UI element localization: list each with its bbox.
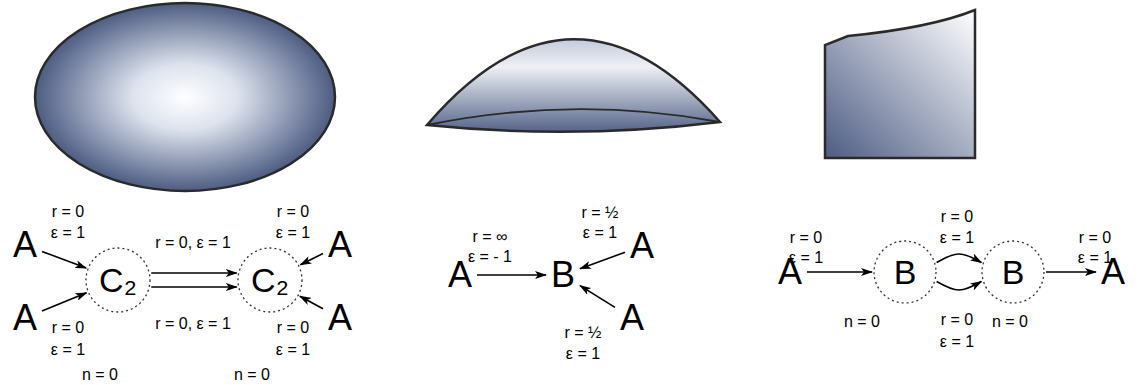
reaction-arrow [300,254,323,265]
species-node: A [618,300,646,336]
species-symbol: B [1002,255,1025,289]
dome-shape [427,39,720,132]
parameter-label: n = 0 [992,313,1028,331]
species-symbol: A [328,297,352,338]
reaction-arrow [937,281,982,290]
species-symbol: B [894,255,917,289]
species-node: A [11,227,39,263]
parameter-label: ε = 1 [789,249,823,267]
species-symbol: A [328,224,352,265]
ellipsoid-shape [35,3,335,191]
species-symbol: C₂ [99,263,137,297]
parameter-label: ε = 1 [566,345,600,363]
reaction-arrow [1046,271,1096,273]
parameter-label: r = 0 [790,229,822,247]
reaction-arrow [151,272,236,274]
species-symbol: C₂ [251,263,289,297]
parameter-label: ε = 1 [1078,249,1112,267]
parameter-label: r = 0 [941,208,973,226]
reaction-arrow [42,251,86,268]
parameter-label: r = 0 [1079,229,1111,247]
dotted-circle-outline [86,248,150,312]
reaction-arrow [937,254,982,263]
dotted-circle-outline [982,241,1044,303]
parameter-label: r = 0 [52,319,84,337]
parameter-label: ε = 1 [51,224,85,242]
parameter-label: ε = 1 [583,224,617,242]
species-node: A [326,300,354,336]
reaction-arrow [42,293,87,311]
parameter-label: r = 0, ε = 1 [155,234,231,252]
species-symbol: A [620,297,644,338]
parameter-label: ε = 1 [51,341,85,359]
reaction-arrow [807,271,872,273]
parameter-label: ε = 1 [940,333,974,351]
parameter-label: r = 0 [277,203,309,221]
dotted-circle-node: C₂ [85,247,151,313]
parameter-label: r = 0 [277,319,309,337]
reaction-arrow [477,274,546,276]
species-symbol: A [13,224,37,265]
dotted-circle-outline [238,248,302,312]
parameter-label: r = 0, ε = 1 [155,315,231,333]
parameter-label: ε = - 1 [468,248,512,266]
parameter-label: r = 0 [52,203,84,221]
parameter-label: ε = 1 [940,229,974,247]
species-symbol: A [630,225,654,266]
reaction-arrow [580,286,615,308]
parameter-label: ε = 1 [276,341,310,359]
reaction-arrow [300,296,323,309]
dotted-circle-node: B [981,240,1045,304]
dotted-circle-outline [874,241,936,303]
species-node: A [11,300,39,336]
reaction-arrow [580,252,625,269]
parameter-label: n = 0 [234,366,270,384]
parameter-label: n = 0 [82,366,118,384]
parameter-label: r = ∞ [473,228,508,246]
quarter-shape [825,10,975,158]
species-symbol: B [551,254,575,295]
parameter-label: r = 0 [941,311,973,329]
species-node: B [549,257,577,293]
parameter-label: ε = 1 [276,224,310,242]
species-node: A [326,227,354,263]
dotted-circle-node: B [873,240,937,304]
species-node: A [628,228,656,264]
reaction-arrow [151,286,236,288]
species-symbol: A [13,297,37,338]
parameter-label: n = 0 [844,313,880,331]
parameter-label: r = ½ [582,204,619,222]
parameter-label: r = ½ [565,324,602,342]
dotted-circle-node: C₂ [237,247,303,313]
dome-rim [427,109,720,125]
